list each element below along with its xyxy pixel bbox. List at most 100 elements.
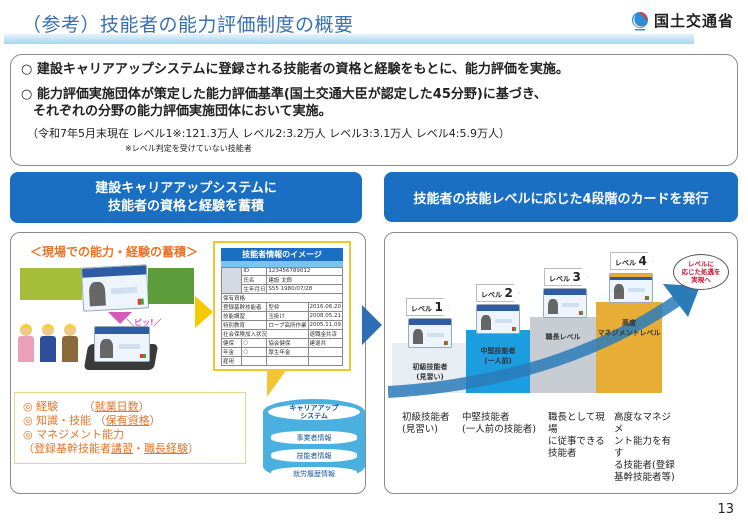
qual-date: 2016.06.20	[307, 301, 343, 312]
skill-detail: 就業日数	[94, 400, 139, 413]
mlit-logo-icon	[631, 11, 648, 30]
desc-line: 技能者	[548, 448, 577, 459]
summary-point-1: ○ 建設キャリアアップシステムに登録される技能者の資格と経験をもとに、能力評価を…	[21, 61, 727, 78]
level-descriptions: 初級技能者(見習い) 中堅技能者(一人前の技能者) 職長として現場に従事できる技…	[402, 412, 678, 484]
insurance-cell: 健保	[220, 337, 243, 348]
level-1-tag: レベル 1	[406, 298, 450, 316]
step-label-line: マネジメントレベル	[597, 329, 661, 337]
skill-detail: 保有資格	[105, 414, 150, 427]
oval-line: レベルに	[688, 260, 714, 268]
skill-knowledge: ◎ 知識・技能 （保有資格）	[23, 414, 237, 428]
level-4-description: 高度なマネジメント能力を有する技能者(登録基幹技能者等)	[614, 412, 678, 484]
worker-icon	[40, 324, 56, 362]
page-title: （参考）技能者の能力評価制度の概要	[22, 14, 354, 36]
page-number: 13	[717, 502, 734, 517]
right-section-header: 技能者の技能レベルに応じた4段階のカードを発行	[384, 172, 738, 222]
skill-label: ◎ 知識・技能 （	[23, 414, 106, 427]
insurance-cell: 建退共	[307, 337, 343, 348]
info-label: ID	[241, 267, 268, 276]
info-section-label: 保有資格	[221, 292, 343, 303]
oval-line: 応じた処遇を	[681, 268, 721, 276]
summary-box: ○ 建設キャリアアップシステムに登録される技能者の資格と経験をもとに、能力評価を…	[10, 54, 738, 166]
desc-line: 職長として現場	[548, 412, 605, 435]
id-card-icon	[80, 264, 150, 312]
skill-detail: 講習	[111, 442, 133, 455]
skills-box: ◎ 経験 （就業日数） ◎ 知識・技能 （保有資格） ◎ マネジメント能力 （登…	[14, 392, 246, 464]
level-tag-text: レベル	[549, 275, 570, 283]
insurance-cell: ○	[241, 346, 268, 357]
qual-type: 登録基幹技能者	[220, 301, 268, 312]
qual-type: 特別教育	[220, 319, 268, 330]
worker-icon	[62, 324, 78, 362]
insurance-cell: 雇用	[220, 355, 243, 366]
level-number: 2	[504, 286, 513, 300]
insurance-cell	[241, 355, 268, 366]
right-arrow-icon	[195, 296, 213, 328]
desc-line: に従事できる	[548, 436, 605, 447]
accumulation-title: ＜現場での能力・経験の蓄積＞	[30, 245, 199, 259]
title-underline-bar	[4, 34, 694, 44]
skill-sep: ・	[133, 442, 144, 455]
step-label-line: 初級技能者	[412, 363, 448, 371]
level-1-description: 初級技能者(見習い)	[402, 412, 460, 484]
insurance-cell: 協会健保	[266, 337, 309, 348]
left-header-line-2: 技能者の資格と経験を蓄積	[107, 198, 264, 214]
level-3-description: 職長として現場に従事できる技能者	[548, 412, 612, 484]
level-4-card-icon	[609, 273, 653, 303]
desc-line: 初級技能者	[402, 412, 450, 423]
database-row: 事業者情報	[271, 431, 357, 444]
info-label: 生年月日	[241, 283, 268, 294]
desc-line: ント能力を有す	[614, 436, 672, 459]
database-row: 就労履歴情報	[271, 467, 357, 480]
oval-line: 実現へ	[691, 276, 711, 284]
step-label-line: 中堅技能者	[480, 347, 516, 355]
skill-detail: 職長経験	[144, 442, 188, 455]
section-arrow-icon	[362, 305, 382, 345]
retirement-label: 退職金共済	[307, 328, 343, 339]
down-arrow-icon	[108, 312, 132, 324]
qual-name: ロープ高所作業	[266, 319, 309, 330]
level-number: 3	[572, 270, 581, 284]
qual-date: 2005.11.09	[307, 319, 343, 330]
qual-name: 型枠	[266, 301, 309, 312]
insurance-cell	[266, 355, 309, 366]
level-4-step-label: 高度マネジメントレベル	[596, 318, 662, 338]
level-tag-text: レベル	[615, 259, 636, 267]
skill-label: ◎ マネジメント能力	[23, 428, 125, 441]
logo-text: 国土交通省	[653, 12, 734, 30]
desc-line: 中堅技能者	[462, 412, 510, 423]
skill-label: ◎ 経験 （	[23, 400, 95, 413]
summary-point-2-cont: それぞれの分野の能力評価実施団体において実施。	[33, 104, 332, 119]
desc-line: (見習い)	[402, 424, 438, 435]
qual-date: 2008.05.21	[307, 310, 343, 321]
level-2-description: 中堅技能者(一人前の技能者)	[462, 412, 546, 484]
beep-text: ＼ピッ!／	[126, 318, 162, 327]
database-title: キャリアアップシステム	[263, 399, 365, 425]
db-title-line-1: キャリアアップ	[289, 404, 339, 412]
summary-point-1-suffix: をもとに、能力評価を実施。	[400, 62, 569, 77]
treatment-oval: レベルに応じた処遇を実現へ	[673, 254, 729, 290]
qual-name: 玉掛け	[266, 310, 309, 321]
summary-point-1-prefix: ○ 建設キャリアアップシステムに登録される	[21, 62, 284, 77]
ministry-logo: 国土交通省	[630, 10, 734, 31]
db-title-line-2: システム	[300, 412, 328, 420]
skill-suffix: ）	[138, 400, 150, 413]
insurance-cell: ○	[241, 337, 268, 348]
level-3-tag: レベル 3	[544, 268, 588, 286]
skill-suffix: ）	[188, 442, 199, 455]
level-statistics: （令和7年5月末現在 レベル1※:121.3万人 レベル2:3.2万人 レベル3…	[27, 127, 510, 140]
level-1-card-icon	[408, 318, 452, 348]
summary-point-2: ○ 能力評価実施団体が策定した能力評価基準(国土交通大臣が認定した45分野)に基…	[21, 87, 547, 102]
level-1-step-label: 初級技能者(見習い)	[396, 362, 464, 382]
insurance-cell	[307, 355, 343, 366]
database-icon: キャリアアップシステム 事業者情報 技能者情報 就労履歴情報	[263, 399, 373, 483]
level-tag-text: レベル	[481, 291, 502, 299]
summary-point-1-emphasis: 技能者の資格と経験	[283, 62, 401, 77]
info-value: 123456789012	[266, 267, 343, 276]
step-label-line: 職長レベル	[545, 333, 581, 341]
person-photo-icon	[220, 267, 243, 294]
left-section-header: 建設キャリアアップシステムに技能者の資格と経験を蓄積	[10, 172, 362, 223]
info-card-title: 技能者情報のイメージ	[221, 248, 343, 261]
level-footnote: ※レベル判定を受けていない技能者	[125, 144, 252, 153]
